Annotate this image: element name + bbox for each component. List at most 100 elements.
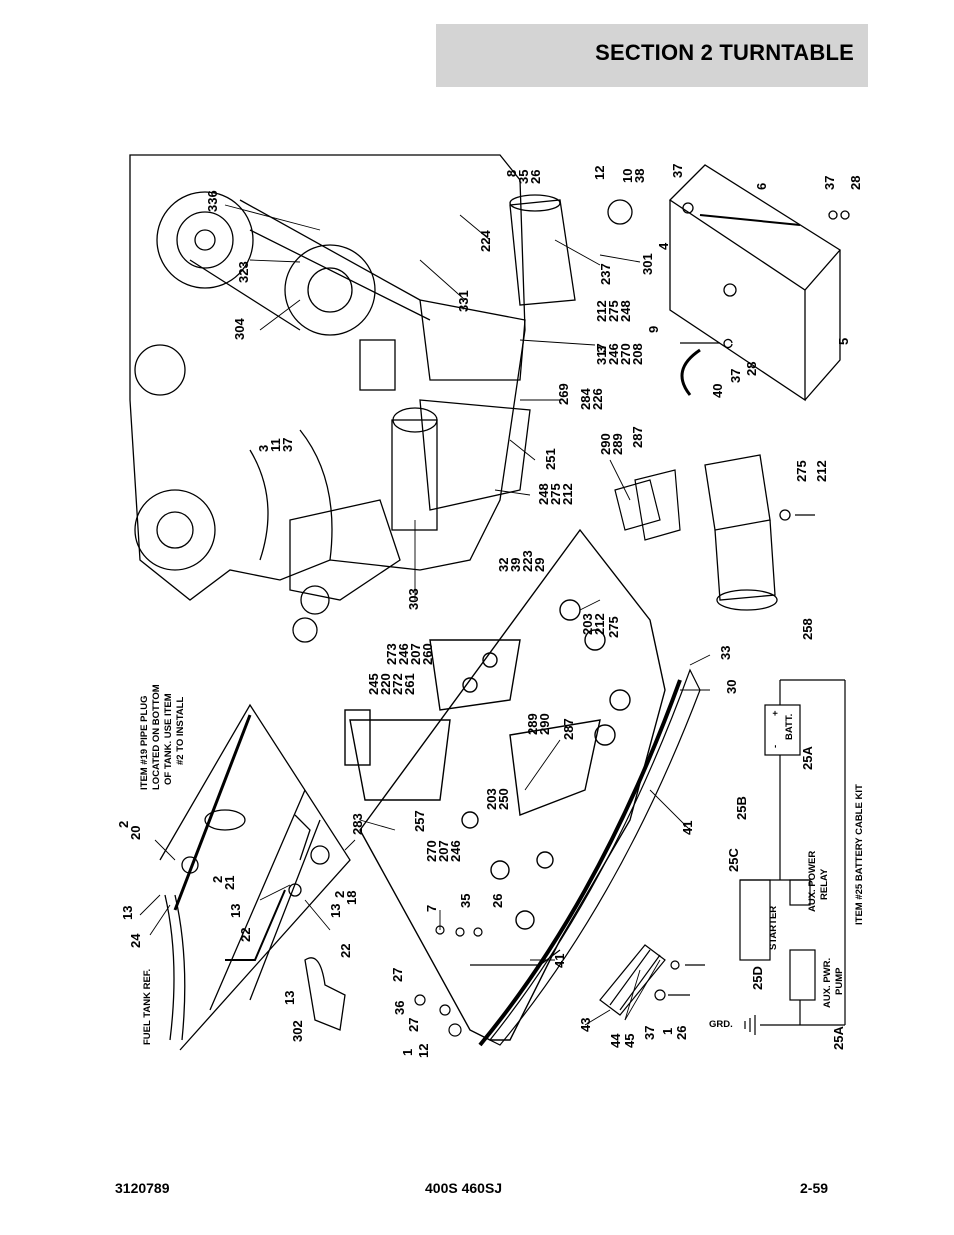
- callout: 283: [350, 813, 365, 835]
- note-pipe-plug: ITEM #19 PIPE PLUG: [139, 696, 150, 791]
- callout-labels: 336 323 304 3 11 37 331 224 8 35 26 12 1…: [116, 164, 863, 1058]
- callout: 25B: [734, 796, 749, 820]
- callout: 32: [496, 558, 511, 572]
- callout: 272: [390, 673, 405, 695]
- callout: 4: [656, 242, 671, 250]
- callout: 226: [590, 388, 605, 410]
- note-pipe-plug: LOCATED ON BOTTOM: [151, 684, 162, 790]
- callout: 287: [630, 426, 645, 448]
- note-pipe-plug: OF TANK. USE ITEM: [163, 693, 174, 785]
- note-battery-kit: ITEM #25 BATTERY CABLE KIT: [854, 784, 865, 925]
- callout: 44: [608, 1033, 623, 1048]
- callout: 10: [620, 169, 635, 183]
- callout: 290: [598, 433, 613, 455]
- note-fuel-tank-ref: FUEL TANK REF.: [142, 969, 153, 1045]
- note-pipe-plug: #2 TO INSTALL: [175, 697, 186, 765]
- callout: 1: [400, 1049, 415, 1056]
- callout: 18: [344, 891, 359, 905]
- callout: 245: [366, 673, 381, 695]
- callout: 290: [537, 713, 552, 735]
- callout: 45: [622, 1034, 637, 1048]
- callout: 220: [378, 673, 393, 695]
- label-batt: BATT.: [784, 714, 795, 740]
- callout: 38: [632, 169, 647, 183]
- callout: 323: [236, 261, 251, 283]
- callout: 203: [580, 613, 595, 635]
- callout: 3: [256, 445, 271, 452]
- callout: 27: [390, 968, 405, 982]
- callout: 13: [328, 904, 343, 918]
- callout: 37: [642, 1026, 657, 1040]
- engine-assembly-drawing: [129, 154, 633, 643]
- callout: 28: [744, 362, 759, 376]
- callout: 246: [606, 343, 621, 365]
- callout: 331: [456, 290, 471, 312]
- callout: 35: [516, 170, 531, 184]
- callout: 28: [848, 176, 863, 190]
- callout: 41: [552, 954, 567, 968]
- callout: 21: [222, 876, 237, 890]
- small-parts-drawing: [414, 469, 705, 1037]
- callout: 29: [532, 558, 547, 572]
- callout: 270: [424, 840, 439, 862]
- callout: 275: [548, 483, 563, 505]
- section-header: SECTION 2 TURNTABLE: [436, 24, 868, 87]
- callout: 27: [406, 1018, 421, 1032]
- callout: 2: [116, 821, 131, 828]
- callout: 37: [822, 176, 837, 190]
- callout: 336: [205, 190, 220, 212]
- footer-model: 400S 460SJ: [425, 1180, 503, 1196]
- label-aux-pwr-pump: AUX. PWR.: [822, 958, 833, 1008]
- callout: 246: [448, 840, 463, 862]
- footer-page-number: 2-59: [800, 1180, 829, 1196]
- label-batt-minus: -: [770, 745, 781, 748]
- callout: 207: [408, 643, 423, 665]
- turntable-plate-drawing: [344, 528, 701, 1047]
- callout: 207: [436, 840, 451, 862]
- callout: 301: [640, 253, 655, 275]
- callout: 37: [728, 369, 743, 383]
- callout: 203: [484, 788, 499, 810]
- callout: 250: [496, 788, 511, 810]
- callout: 11: [268, 438, 283, 452]
- callout: 246: [396, 643, 411, 665]
- callout: 2: [332, 891, 347, 898]
- callout: 43: [578, 1018, 593, 1032]
- callout: 289: [610, 433, 625, 455]
- callout: 35: [458, 894, 473, 908]
- callout: 41: [680, 821, 695, 835]
- callout: 237: [598, 263, 613, 285]
- callout: 24: [128, 933, 143, 948]
- callout: 303: [406, 588, 421, 610]
- callout: 9: [646, 326, 661, 333]
- callout: 269: [556, 383, 571, 405]
- callout: 36: [392, 1001, 407, 1015]
- callout: 208: [630, 343, 645, 365]
- footer-document-number: 3120789: [115, 1180, 170, 1196]
- callout: 317: [594, 343, 609, 365]
- callout: 223: [520, 550, 535, 572]
- callout: 275: [606, 300, 621, 322]
- label-aux-power-relay: RELAY: [819, 868, 830, 900]
- label-batt-plus: +: [770, 710, 781, 716]
- label-aux-power-relay: AUX. POWER: [807, 851, 818, 912]
- callout: 37: [280, 438, 295, 452]
- callout: 25A: [800, 746, 815, 770]
- callout: 212: [594, 300, 609, 322]
- battery-box-drawing: [668, 164, 850, 402]
- callout: 6: [754, 183, 769, 190]
- callout: 273: [384, 643, 399, 665]
- callout: 1: [660, 1028, 675, 1035]
- callout: 251: [543, 448, 558, 470]
- callout: 248: [536, 483, 551, 505]
- callout: 25D: [750, 966, 765, 990]
- callout: 5: [836, 338, 851, 345]
- notes: ITEM #19 PIPE PLUG LOCATED ON BOTTOM OF …: [139, 684, 865, 1045]
- callout: 275: [794, 460, 809, 482]
- callout: 33: [718, 646, 733, 660]
- callout: 304: [232, 318, 247, 340]
- callout: 284: [578, 388, 593, 410]
- fuel-tank-drawing: [159, 703, 351, 1051]
- callout: 12: [416, 1044, 431, 1058]
- callout: 224: [478, 230, 493, 252]
